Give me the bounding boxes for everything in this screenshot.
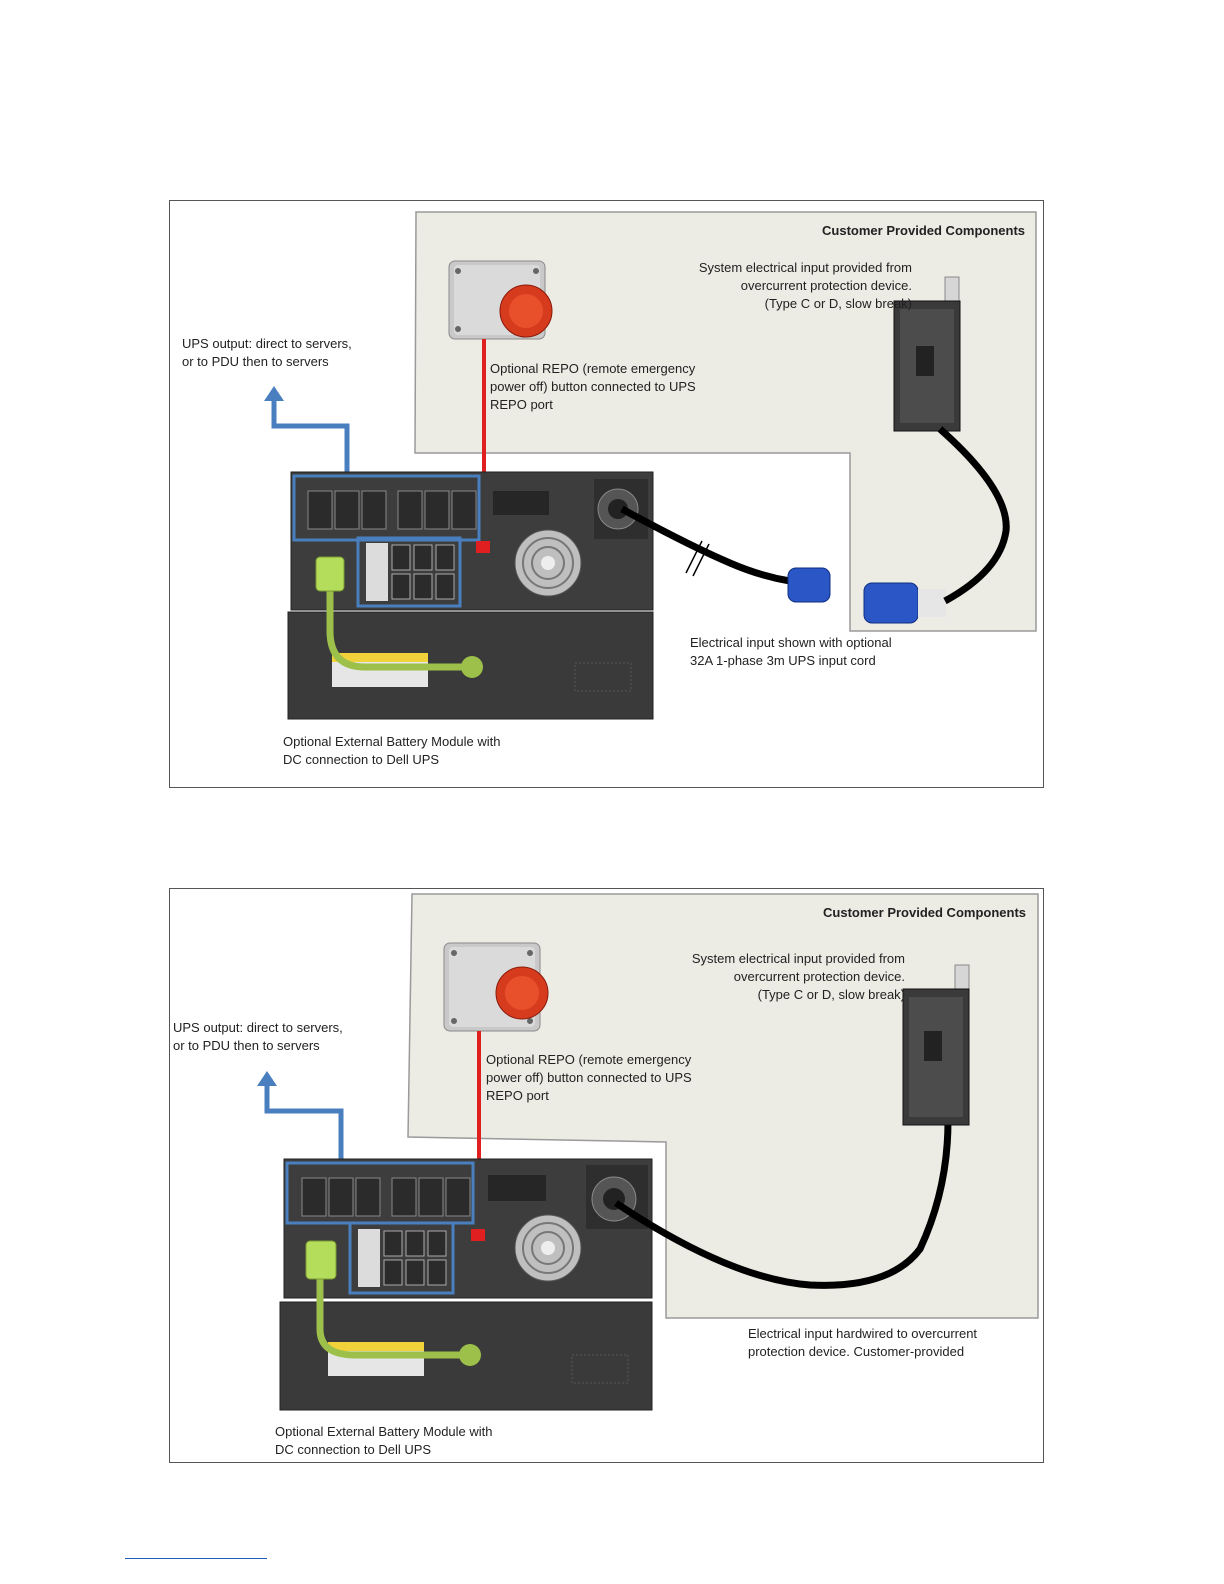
input-plug bbox=[787, 567, 831, 603]
wall-socket bbox=[863, 582, 946, 624]
output-arrow bbox=[271, 399, 350, 473]
figure-1-art bbox=[264, 211, 1037, 720]
repo-button-box bbox=[448, 260, 553, 340]
circuit-breaker bbox=[902, 964, 970, 1126]
ups-unit bbox=[290, 471, 654, 611]
repo-port bbox=[471, 1229, 485, 1241]
customer-area-title: Customer Provided Components bbox=[822, 223, 1025, 238]
customer-provided-area bbox=[414, 211, 1037, 632]
figure-2-art bbox=[257, 893, 1039, 1411]
repo-note: Optional REPO (remote emergency power of… bbox=[490, 361, 696, 412]
ebm-note: Optional External Battery Module with DC… bbox=[283, 734, 501, 767]
figure-1-diagram: Customer Provided Components System elec… bbox=[169, 200, 1044, 788]
ups-unit bbox=[283, 1158, 653, 1299]
repo-note: Optional REPO (remote emergency power of… bbox=[486, 1052, 692, 1103]
input-cable bbox=[614, 1120, 952, 1289]
footnote-separator bbox=[125, 1558, 267, 1559]
output-arrow bbox=[264, 1084, 344, 1159]
breaker-note: System electrical input provided from ov… bbox=[698, 260, 912, 311]
customer-provided-area bbox=[407, 893, 1039, 1319]
figure-2-diagram: Customer Provided Components System elec… bbox=[169, 888, 1044, 1463]
input-note: Electrical input shown with optional 32A… bbox=[690, 635, 892, 668]
battery-cable bbox=[326, 581, 470, 671]
battery-cable bbox=[316, 1269, 468, 1359]
output-note: UPS output: direct to servers, or to PDU… bbox=[173, 1020, 343, 1053]
breaker-note: System electrical input provided from ov… bbox=[691, 951, 905, 1002]
repo-port bbox=[476, 541, 490, 553]
repo-button-box bbox=[443, 942, 549, 1032]
customer-area-title: Customer Provided Components bbox=[823, 905, 1026, 920]
ebm-note: Optional External Battery Module with DC… bbox=[275, 1424, 493, 1457]
input-cable bbox=[620, 505, 791, 585]
input-note: Electrical input hardwired to overcurren… bbox=[748, 1326, 978, 1359]
output-note: UPS output: direct to servers, or to PDU… bbox=[182, 336, 352, 369]
circuit-breaker bbox=[893, 276, 961, 432]
